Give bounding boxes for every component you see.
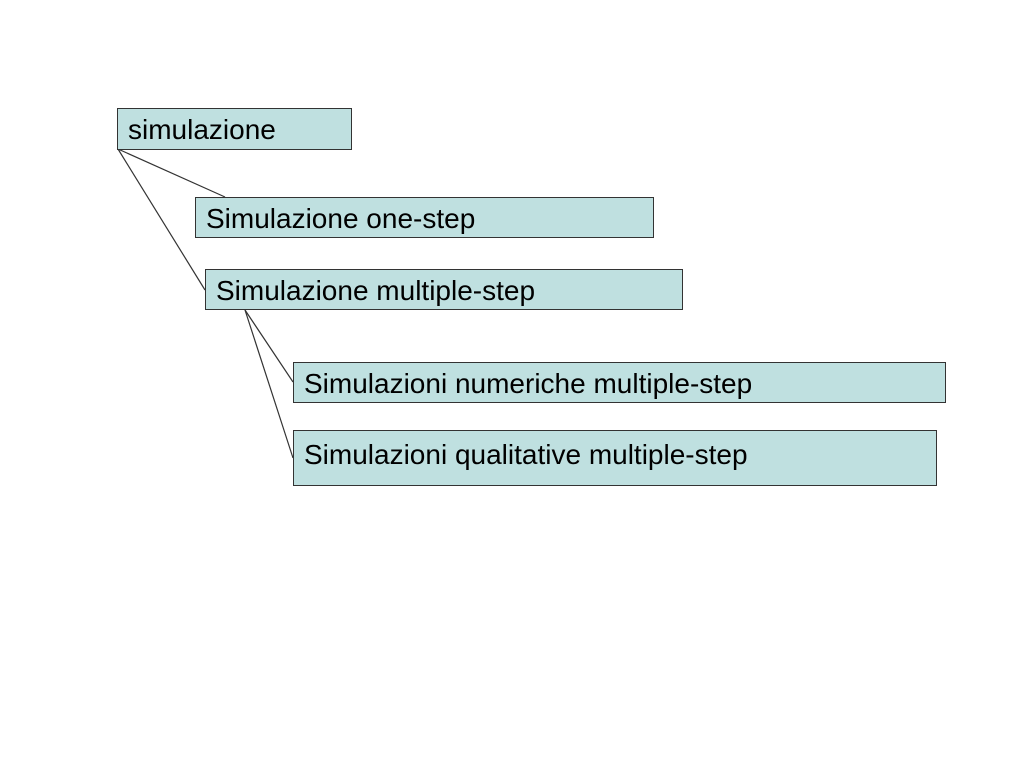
node-simulazione: simulazione xyxy=(117,108,352,150)
node-simulazione-one-step: Simulazione one-step xyxy=(195,197,654,238)
connector-root-to-multiple-step xyxy=(117,148,206,291)
node-simulazione-multiple-step: Simulazione multiple-step xyxy=(205,269,683,310)
node-simulazioni-qualitative: Simulazioni qualitative multiple-step xyxy=(293,430,937,486)
node-simulazioni-numeriche: Simulazioni numeriche multiple-step xyxy=(293,362,946,403)
node-label: simulazione xyxy=(128,114,276,145)
node-label: Simulazioni numeriche multiple-step xyxy=(304,367,753,399)
connector-multiple-step-to-numeric xyxy=(244,309,294,383)
node-label: Simulazione multiple-step xyxy=(216,274,536,306)
node-label: Simulazione one-step xyxy=(206,202,476,234)
connector-multiple-step-to-qualitative xyxy=(244,309,294,459)
node-label: Simulazioni qualitative multiple-step xyxy=(304,439,748,470)
connector-root-to-one-step xyxy=(117,148,226,198)
